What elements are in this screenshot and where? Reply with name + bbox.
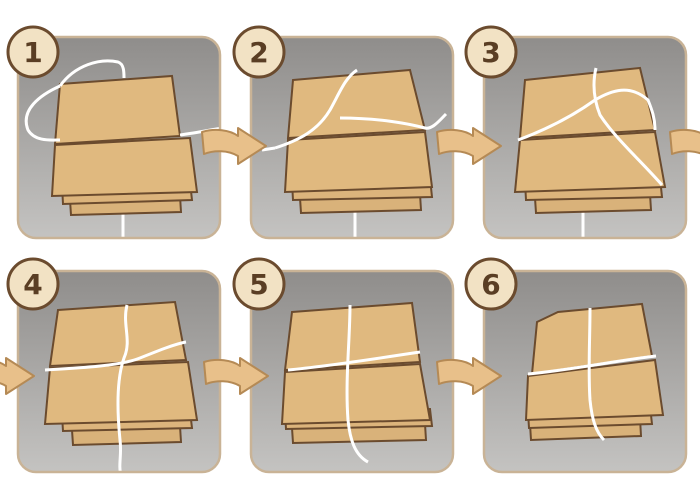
arrow-right-icon (436, 127, 502, 165)
arrow-right-icon (201, 127, 267, 165)
step-5-panel (249, 269, 455, 474)
step-6-number: 6 (481, 268, 500, 301)
step-1-badge: 1 (6, 25, 60, 79)
step-3-panel (482, 35, 688, 240)
step-1-number: 1 (23, 36, 42, 69)
step-3-badge: 3 (464, 25, 518, 79)
step-4-badge: 4 (6, 257, 60, 311)
step-4-panel (16, 269, 222, 474)
step-5-number: 5 (249, 268, 268, 301)
step-1-panel (16, 35, 222, 240)
arrow-right-icon (203, 357, 269, 395)
step-2-panel (249, 35, 455, 240)
arrow-right-icon (436, 357, 502, 395)
step-5-badge: 5 (232, 257, 286, 311)
step-6-panel (482, 269, 688, 474)
step-3-number: 3 (481, 36, 500, 69)
arrow-right-icon (0, 357, 35, 395)
step-4-number: 4 (23, 268, 42, 301)
step-2-badge: 2 (232, 25, 286, 79)
arrow-right-icon (669, 128, 700, 155)
step-6-badge: 6 (464, 257, 518, 311)
step-2-number: 2 (249, 36, 268, 69)
